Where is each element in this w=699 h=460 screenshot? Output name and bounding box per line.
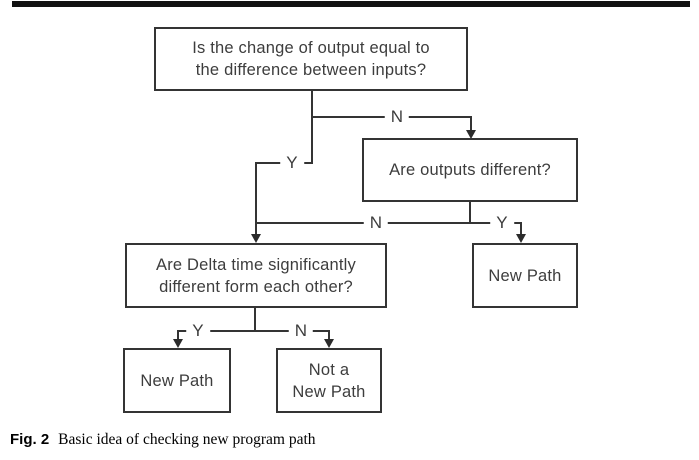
edge-label-q3-no: N — [288, 321, 314, 341]
node-text-line: New Path — [140, 371, 214, 390]
edge-label-q1-yes: Y — [280, 153, 304, 173]
connector-q2-branches — [255, 222, 522, 224]
edge-label-q3-yes: Y — [186, 321, 210, 341]
node-text-line: the difference between inputs? — [195, 61, 427, 79]
node-text-line: Is the change of output equal to — [192, 39, 430, 57]
edge-label-q1-no: N — [384, 107, 410, 127]
node-result-new-path-right: New Path — [472, 243, 578, 308]
arrow-down-icon — [251, 234, 261, 243]
node-text-line: New Path — [488, 266, 562, 285]
figure-caption: Fig. 2 Basic idea of checking new program… — [10, 431, 316, 449]
connector-q2-down — [469, 201, 471, 224]
node-text-line: New Path — [292, 382, 366, 401]
figure-caption-text: Basic idea of checking new program path — [58, 431, 316, 448]
page-top-rule — [12, 1, 690, 7]
node-result-new-path-left: New Path — [123, 348, 231, 413]
arrow-down-icon — [324, 339, 334, 348]
connector-into-new-path-right — [520, 222, 522, 235]
node-question-output-change: Is the change of output equal to the dif… — [154, 27, 468, 91]
node-text-line: Are Delta time significantly — [155, 255, 356, 274]
edge-label-q2-yes: Y — [490, 213, 514, 233]
arrow-down-icon — [173, 339, 183, 348]
edge-label-q2-no: N — [363, 213, 389, 233]
figure-caption-label: Fig. 2 — [10, 431, 50, 448]
arrow-down-icon — [466, 130, 476, 139]
node-text-line: different form each other? — [159, 277, 353, 296]
connector-into-q3 — [255, 162, 257, 235]
node-question-delta-time: Are Delta time significantly different f… — [125, 243, 387, 308]
node-question-outputs-different: Are outputs different? — [362, 138, 578, 202]
connector-into-q2 — [470, 116, 472, 132]
connector-q3-down — [254, 307, 256, 332]
connector-q1-down — [311, 91, 313, 164]
connector-q3-branches — [177, 330, 330, 332]
arrow-down-icon — [516, 234, 526, 243]
connector-into-not-new-path — [328, 330, 330, 340]
node-text-line: Not a — [308, 360, 350, 379]
connector-into-new-path-left — [177, 330, 179, 340]
node-result-not-new-path: Not a New Path — [276, 348, 382, 413]
node-text-line: Are outputs different? — [389, 161, 551, 179]
